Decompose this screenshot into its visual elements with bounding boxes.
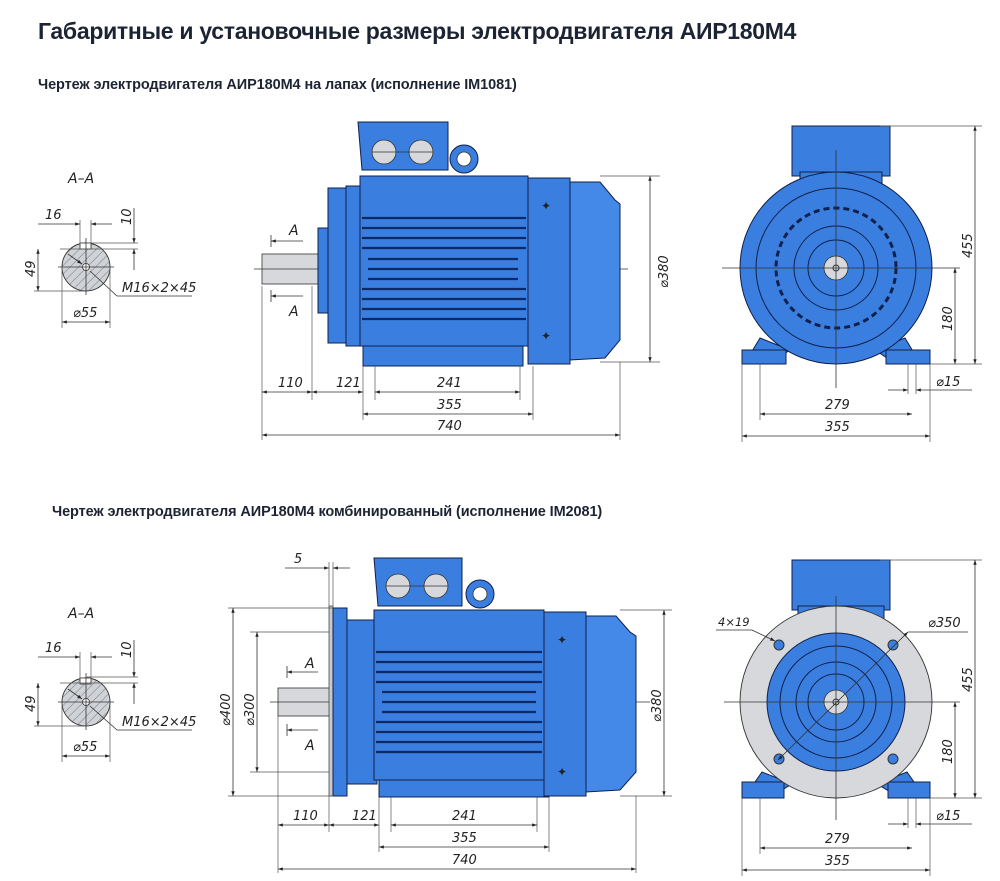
cooling-ribs (362, 216, 526, 321)
section-aa-view-im2081: А–А 16 10 49 M16×2×45 ⌀55 (24, 606, 196, 762)
dim-housing-diameter: ⌀380 (657, 255, 672, 288)
dim-shaft-height: 49 (24, 695, 39, 712)
dim-key-depth: 10 (120, 208, 135, 225)
dim-total-length: 740 (452, 853, 477, 868)
svg-text:✦: ✦ (541, 199, 551, 213)
section-label: А–А (67, 171, 94, 187)
svg-text:✦: ✦ (541, 329, 551, 343)
dim-foot-width: 355 (825, 420, 850, 435)
svg-text:✦: ✦ (557, 633, 567, 647)
dim-total-height: 455 (961, 233, 976, 258)
side-view-im2081: ✦✦ 5 ⌀400 ⌀300 А А ⌀380 110 121 241 355 … (219, 552, 672, 873)
dim-key-width: 16 (45, 208, 62, 223)
dim-foot-length: 355 (452, 831, 477, 846)
dim-shaft-axis-height: 180 (941, 306, 956, 331)
dim-foot-holes-width: 279 (825, 832, 850, 847)
dim-shaft-height: 49 (24, 260, 39, 277)
front-view-im1081: 455 180 ⌀15 279 355 (722, 125, 982, 442)
dim-foot-width: 355 (825, 854, 850, 869)
dim-thread: M16×2×45 (122, 281, 196, 296)
dim-shaft-length: 110 (278, 376, 303, 391)
dim-flange-diameter: ⌀400 (219, 693, 234, 726)
svg-text:✦: ✦ (557, 765, 567, 779)
terminal-box-front (791, 559, 891, 611)
dim-spigot-diameter: ⌀300 (243, 693, 258, 726)
section-label: А–А (67, 606, 94, 622)
dim-shaft-diameter: ⌀55 (73, 306, 97, 321)
stator-housing (359, 175, 529, 347)
dim-bolt-circle-diameter: ⌀350 (928, 616, 961, 631)
dim-flange-thickness: 5 (294, 552, 302, 567)
cut-label-top: А (304, 656, 315, 672)
dim-foot-holes-spacing: 241 (437, 376, 462, 391)
dim-foot-length: 355 (437, 398, 462, 413)
section-aa-view-im1081: А–А 16 10 49 M16×2×45 ⌀55 (24, 171, 196, 328)
dim-shaft-axis-height: 180 (941, 739, 956, 764)
side-view-im1081: ✦ ✦ А А ⌀380 110 121 241 355 740 (254, 121, 672, 440)
dim-shaft-to-foot: 121 (352, 809, 377, 824)
front-view-im2081: 4×19 ⌀350 455 180 ⌀15 279 355 (716, 559, 982, 876)
dim-key-width: 16 (45, 641, 62, 656)
dim-total-length: 740 (437, 419, 462, 434)
fan-cover (543, 611, 587, 797)
cut-label-bottom: А (304, 738, 315, 754)
dim-shaft-length: 110 (293, 809, 318, 824)
cut-label-bottom: А (288, 304, 299, 320)
dim-foot-hole-diameter: ⌀15 (936, 375, 960, 390)
dim-total-height: 455 (961, 667, 976, 692)
dim-flange-holes: 4×19 (718, 615, 750, 629)
cooling-ribs (376, 650, 542, 754)
terminal-box-front (791, 125, 891, 177)
foot (362, 345, 524, 367)
dim-key-depth: 10 (120, 641, 135, 658)
dim-thread: M16×2×45 (122, 715, 196, 730)
dim-foot-holes-width: 279 (825, 398, 850, 413)
page-title: Габаритные и установочные размеры электр… (38, 18, 797, 44)
dim-shaft-diameter: ⌀55 (73, 740, 97, 755)
dim-housing-diameter: ⌀380 (650, 689, 665, 722)
dim-foot-hole-diameter: ⌀15 (936, 809, 960, 824)
section-title-im2081: Чертеж электродвигателя АИР180М4 комбини… (52, 504, 603, 520)
dim-foot-holes-spacing: 241 (452, 809, 477, 824)
dim-shaft-to-foot: 121 (336, 376, 361, 391)
section-title-im1081: Чертеж электродвигателя АИР180М4 на лапа… (38, 77, 517, 93)
cut-label-top: А (288, 223, 299, 239)
